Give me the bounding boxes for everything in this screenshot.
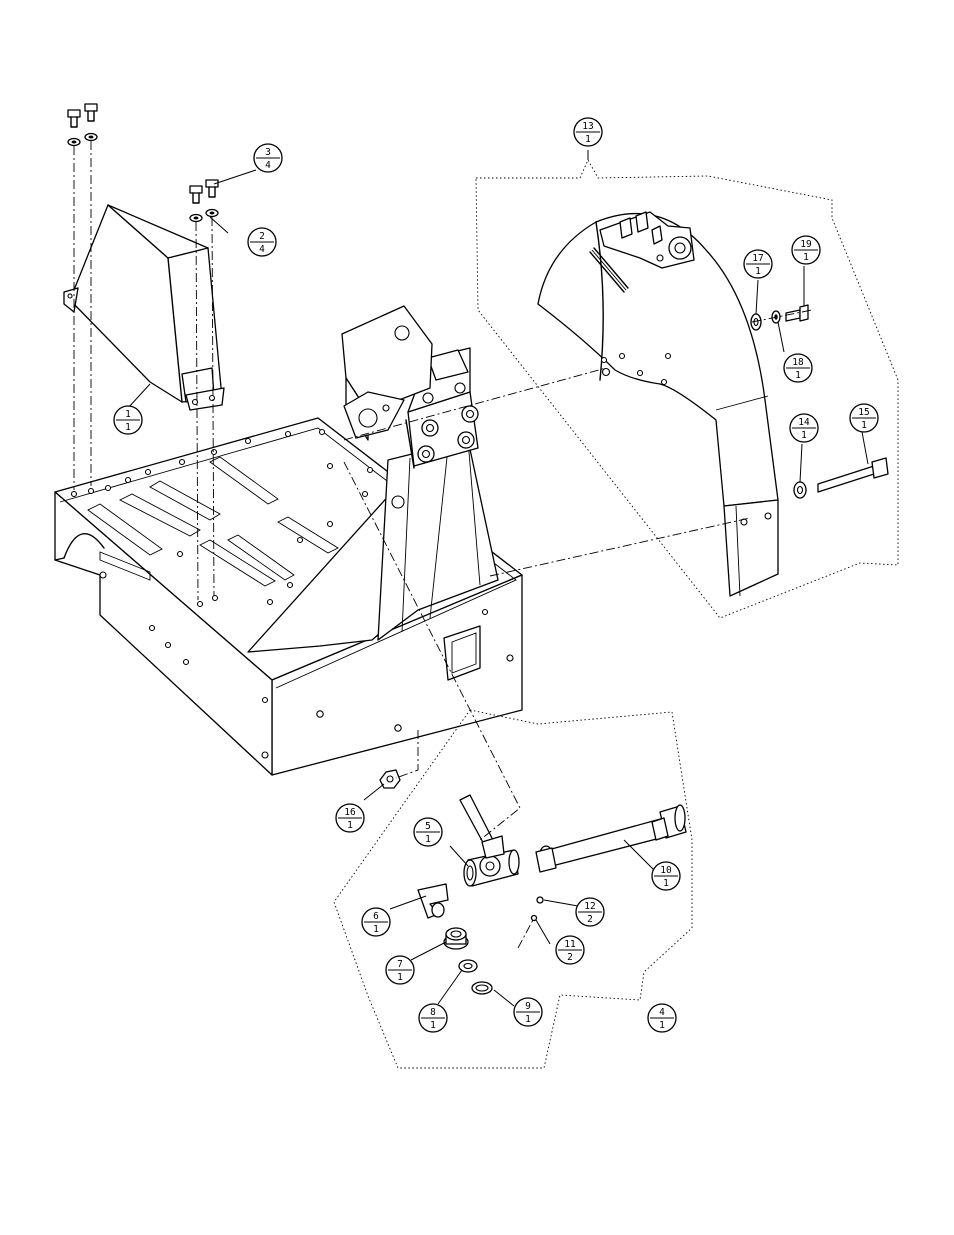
cover-guard xyxy=(64,205,224,410)
svg-text:1: 1 xyxy=(861,420,867,431)
svg-text:2: 2 xyxy=(587,914,593,925)
callout-item-18: 181 xyxy=(784,354,812,382)
svg-text:1: 1 xyxy=(525,1014,531,1025)
callout-item-2: 24 xyxy=(248,228,276,256)
svg-text:1: 1 xyxy=(755,266,761,277)
svg-text:17: 17 xyxy=(752,253,763,264)
callout-item-1: 11 xyxy=(114,406,142,434)
callout-item-12: 122 xyxy=(576,898,604,926)
callout-item-9: 91 xyxy=(514,998,542,1026)
svg-text:1: 1 xyxy=(373,924,379,935)
svg-text:9: 9 xyxy=(525,1001,531,1012)
screws-and-washers xyxy=(68,104,218,222)
callout-item-10: 101 xyxy=(652,862,680,890)
callout-item-7: 71 xyxy=(386,956,414,984)
svg-text:1: 1 xyxy=(397,972,403,983)
svg-text:4: 4 xyxy=(259,244,265,255)
svg-text:4: 4 xyxy=(265,160,271,171)
svg-text:18: 18 xyxy=(792,357,804,368)
svg-text:6: 6 xyxy=(373,911,379,922)
svg-text:11: 11 xyxy=(564,939,576,950)
callout-item-6: 61 xyxy=(362,908,390,936)
svg-text:16: 16 xyxy=(344,807,356,818)
callout-item-8: 81 xyxy=(419,1004,447,1032)
svg-text:4: 4 xyxy=(659,1007,665,1018)
svg-text:1: 1 xyxy=(347,820,353,831)
svg-text:2: 2 xyxy=(567,952,573,963)
callout-item-16: 161 xyxy=(336,804,364,832)
svg-text:1: 1 xyxy=(663,878,669,889)
svg-text:5: 5 xyxy=(425,821,431,832)
svg-text:15: 15 xyxy=(858,407,869,418)
svg-text:12: 12 xyxy=(584,901,595,912)
callout-item-17: 171 xyxy=(744,250,772,278)
svg-text:1: 1 xyxy=(659,1020,665,1031)
svg-text:13: 13 xyxy=(582,121,593,132)
callout-item-4: 41 xyxy=(648,1004,676,1032)
svg-text:14: 14 xyxy=(798,417,810,428)
svg-text:3: 3 xyxy=(265,147,271,158)
svg-text:19: 19 xyxy=(800,239,812,250)
svg-text:1: 1 xyxy=(801,430,807,441)
callout-item-15: 151 xyxy=(850,404,878,432)
svg-text:1: 1 xyxy=(585,134,591,145)
svg-text:1: 1 xyxy=(125,409,131,420)
callout-item-13: 131 xyxy=(574,118,602,146)
water-valve-assembly xyxy=(418,795,686,994)
svg-text:1: 1 xyxy=(125,422,131,433)
svg-text:10: 10 xyxy=(660,865,672,876)
svg-text:8: 8 xyxy=(430,1007,436,1018)
callout-item-11: 112 xyxy=(556,936,584,964)
callout-item-14: 141 xyxy=(790,414,818,442)
callout-item-5: 51 xyxy=(414,818,442,846)
svg-text:1: 1 xyxy=(430,1020,436,1031)
callout-item-3: 34 xyxy=(254,144,282,172)
svg-text:1: 1 xyxy=(425,834,431,845)
svg-text:1: 1 xyxy=(795,370,801,381)
callout-item-19: 191 xyxy=(792,236,820,264)
svg-text:7: 7 xyxy=(397,959,403,970)
svg-text:2: 2 xyxy=(259,231,265,242)
svg-text:1: 1 xyxy=(803,252,809,263)
